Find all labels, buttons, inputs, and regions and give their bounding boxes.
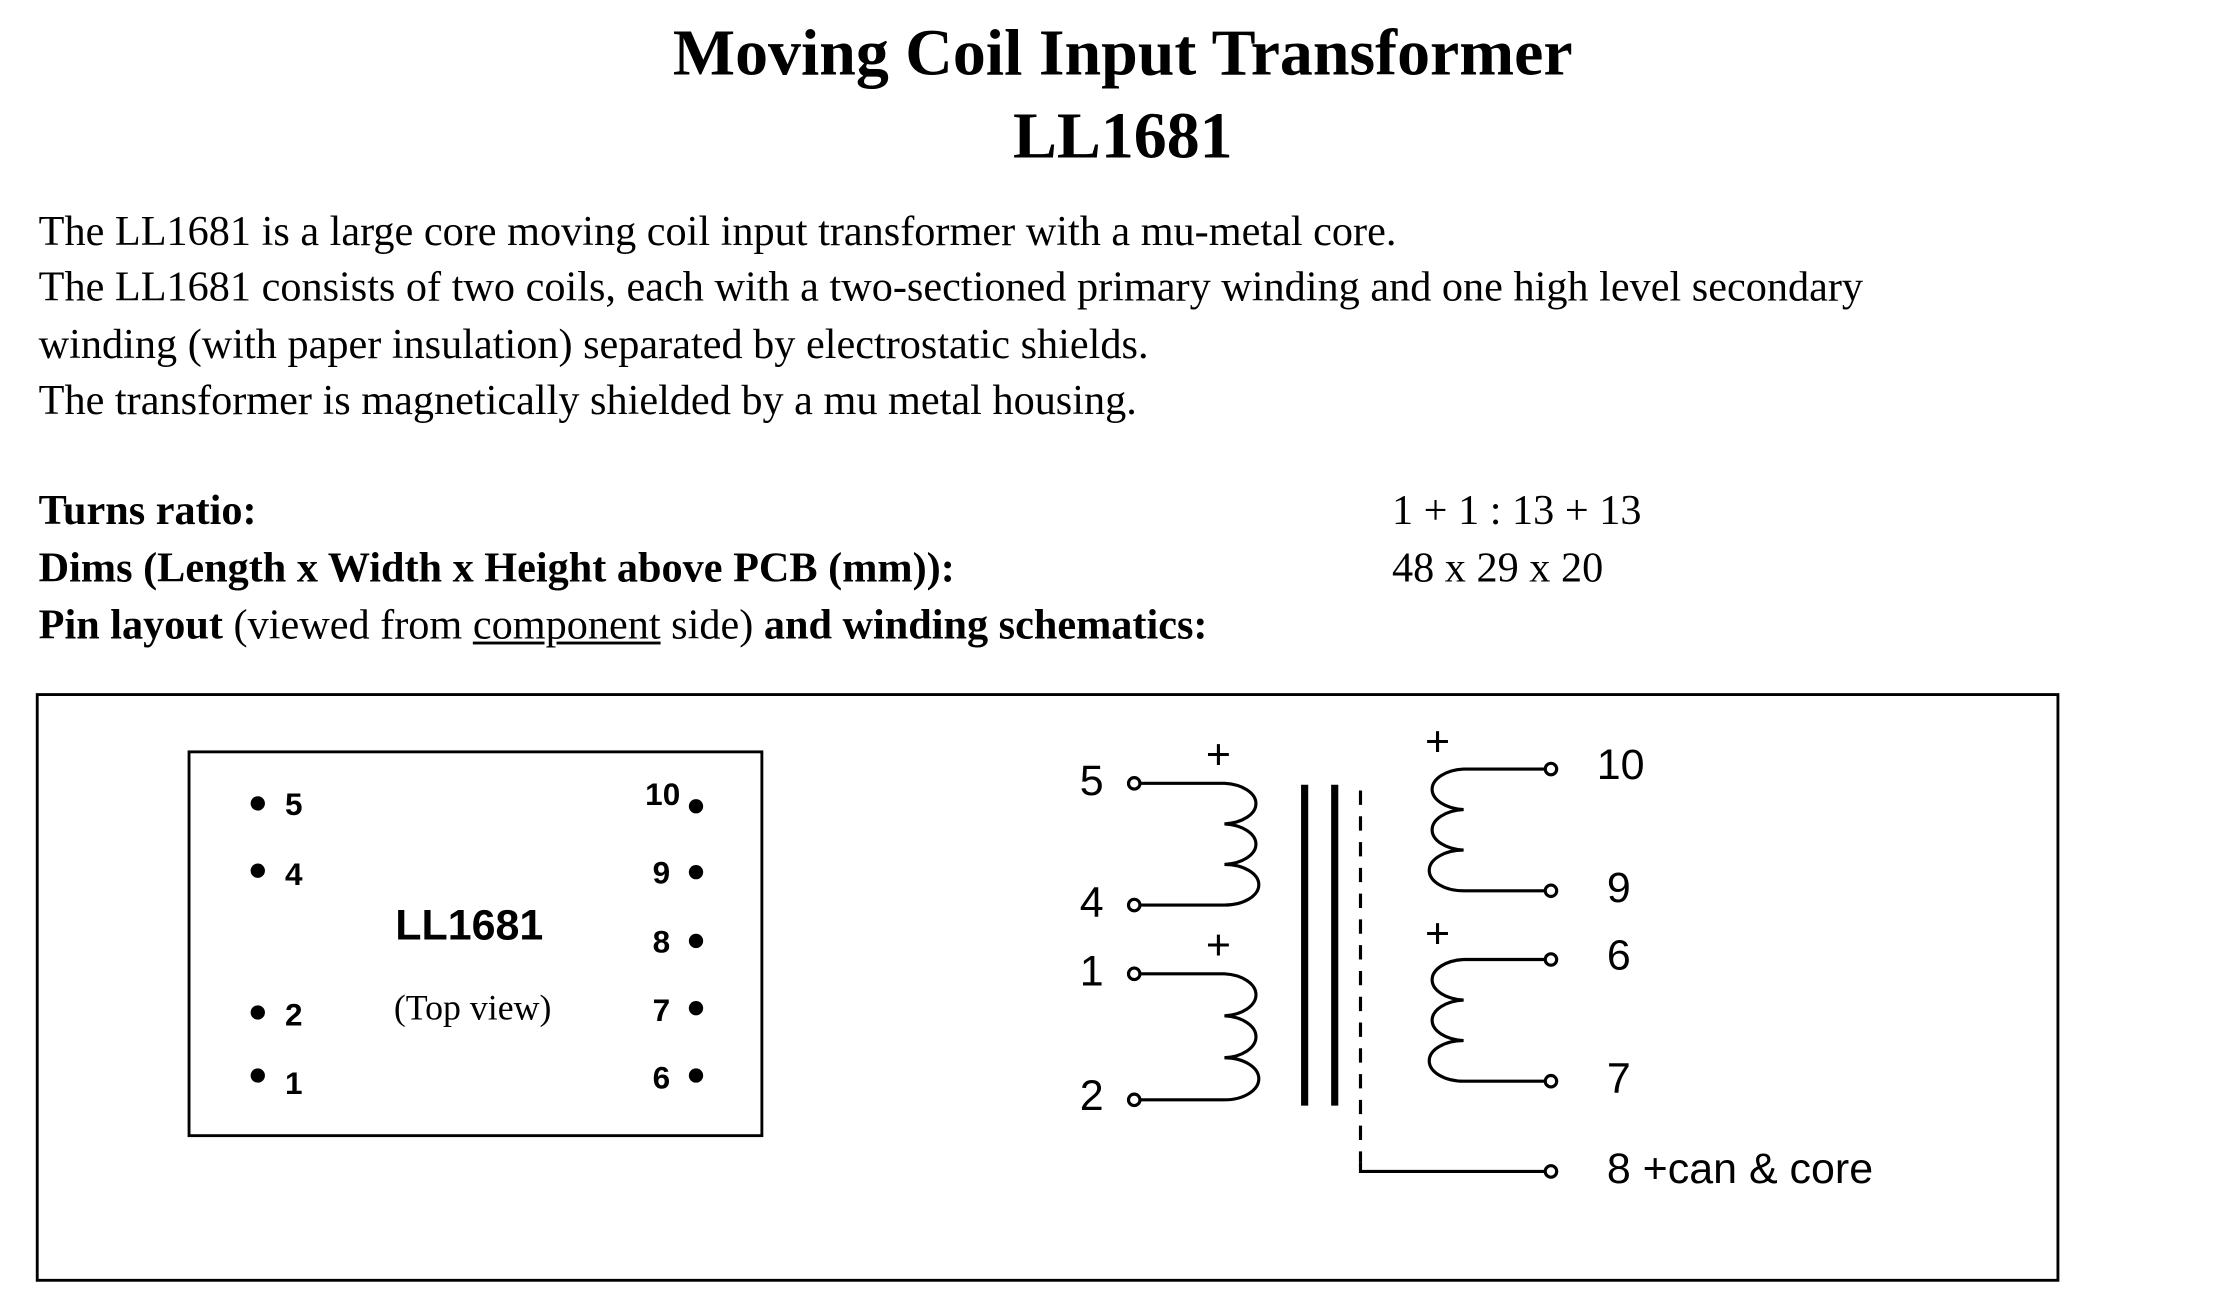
- shield-lead: [1358, 1162, 1546, 1174]
- terminal-icon: [1543, 1164, 1559, 1179]
- pin-label: 1: [284, 1065, 303, 1102]
- turns-ratio-value: 1 + 1 : 13 + 13: [1392, 488, 1642, 535]
- pin-layout-text2: side): [660, 602, 754, 649]
- pin-label: 7: [652, 992, 671, 1029]
- terminal-label: 10: [1596, 741, 1645, 790]
- terminal-label: 2: [1079, 1072, 1104, 1120]
- terminal-icon: [1126, 776, 1142, 791]
- terminal-icon: [1543, 883, 1559, 899]
- secondary-coil-1: [1427, 767, 1546, 893]
- pin-layout-box: [187, 750, 764, 1138]
- polarity-mark: +: [1424, 718, 1451, 767]
- pin-layout-underlined: component: [472, 602, 661, 649]
- dims-value: 48 x 29 x 20: [1392, 545, 1604, 592]
- pin-dot: [250, 863, 265, 878]
- pin-label: 6: [652, 1059, 671, 1096]
- pin-layout-heading: Pin layout (viewed from component side) …: [39, 603, 1208, 650]
- terminal-label: 9: [1606, 864, 1631, 913]
- terminal-label: 5: [1079, 757, 1104, 805]
- diagram-frame: [35, 693, 2060, 1282]
- terminal-icon: [1126, 966, 1142, 982]
- terminal-label: 6: [1606, 932, 1631, 980]
- secondary-coil-2: [1427, 957, 1546, 1083]
- pin-label: 8: [652, 923, 671, 960]
- pin-layout-bold: Pin layout: [38, 602, 223, 649]
- description-line: The LL1681 consists of two coils, each w…: [38, 265, 1864, 312]
- model-title: LL1681: [1012, 98, 1233, 172]
- terminal-icon: [1543, 952, 1559, 967]
- pin-layout-bold2: and winding schematics:: [753, 602, 1208, 649]
- dims-label: Dims (Length x Width x Height above PCB …: [38, 545, 955, 592]
- polarity-mark: +: [1205, 731, 1231, 780]
- terminal-icon: [1126, 1092, 1142, 1108]
- description: The LL1681 is a large core moving coil i…: [39, 205, 1863, 430]
- pin-label: 5: [284, 786, 303, 823]
- pin-dot: [688, 933, 704, 949]
- polarity-mark: +: [1205, 922, 1231, 970]
- pin-label: 4: [284, 856, 303, 893]
- pin-label: 9: [652, 854, 671, 891]
- pin-dot: [688, 864, 704, 880]
- terminal-icon: [1126, 897, 1142, 913]
- pin-layout-text: (viewed from: [222, 602, 473, 649]
- pin-dot: [688, 1068, 704, 1083]
- pin-dot: [250, 1005, 265, 1020]
- description-line: winding (with paper insulation) separate…: [38, 321, 1149, 368]
- page-title: Moving Coil Input Transformer: [672, 15, 1573, 89]
- pin-dot: [250, 1068, 265, 1083]
- description-line: The transformer is magnetically shielded…: [38, 377, 1137, 424]
- primary-coil-1: [1139, 781, 1261, 907]
- polarity-mark: +: [1424, 910, 1451, 959]
- pin-dot: [250, 796, 265, 811]
- pin-label: 10: [645, 776, 681, 813]
- terminal-icon: [1543, 1073, 1559, 1089]
- terminal-label: 7: [1606, 1055, 1631, 1103]
- model-label: LL1681: [395, 902, 544, 950]
- primary-coil-2: [1139, 972, 1261, 1102]
- terminal-label: 1: [1079, 948, 1104, 996]
- turns-ratio-label: Turns ratio:: [38, 488, 257, 535]
- pin-label: 2: [284, 996, 303, 1033]
- terminal-icon: [1543, 761, 1559, 777]
- shield-terminal-label: 8 +can & core: [1606, 1145, 1874, 1193]
- terminal-label: 4: [1079, 879, 1104, 927]
- description-line: The LL1681 is a large core moving coil i…: [38, 209, 1397, 255]
- pin-dot: [688, 1001, 704, 1016]
- pin-dot: [688, 799, 704, 814]
- view-label: (Top view): [393, 989, 552, 1029]
